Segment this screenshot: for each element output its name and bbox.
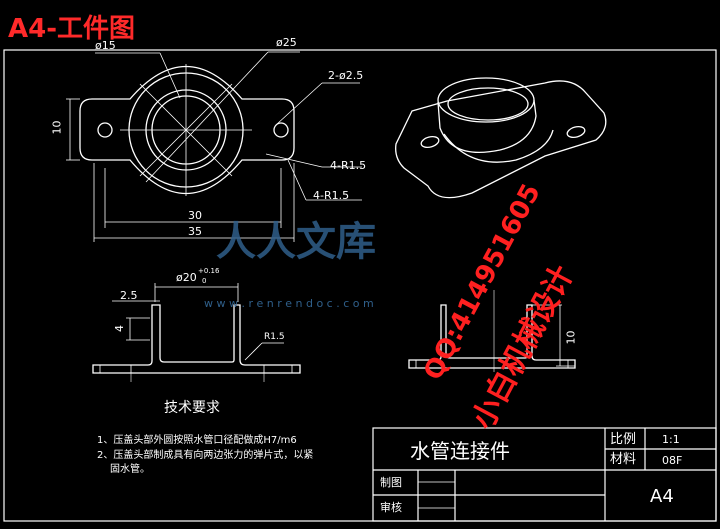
dim-d25: ø25 xyxy=(276,36,297,49)
section-outline xyxy=(92,304,301,374)
checked-label: 审核 xyxy=(380,501,402,514)
dim-r15-b: 4-R1.5 xyxy=(313,189,350,202)
iso-boss-base xyxy=(443,129,554,163)
requirements-note-1: 1、压盖头部外圆按照水管口径配做成H7/m6 xyxy=(97,435,297,446)
watermark-site-url: w w w . r e n r e n d o c . c o m xyxy=(204,297,374,310)
dim-r15: R1.5 xyxy=(264,332,285,342)
iso-flange-outline xyxy=(395,80,607,199)
isometric-view xyxy=(395,77,607,199)
right-hole xyxy=(273,122,289,138)
part-name: 水管连接件 xyxy=(410,439,510,463)
title-block xyxy=(372,427,717,522)
flange-outline xyxy=(79,66,295,194)
dim-holes: 2-ø2.5 xyxy=(328,69,364,82)
requirements-note-3: 固水管。 xyxy=(110,464,150,475)
iso-left-hole xyxy=(420,135,440,149)
dim-h10: 10 xyxy=(564,330,578,345)
dim-d20-tol-lower: 0 xyxy=(202,277,207,285)
dim-width-35: 35 xyxy=(188,225,202,238)
dim-r15-a: 4-R1.5 xyxy=(330,159,367,172)
scale-value: 1:1 xyxy=(662,433,680,446)
side-view xyxy=(408,290,576,372)
dim-h4: 4 xyxy=(113,325,126,332)
requirements-note-2: 2、压盖头部制成具有向两边张力的弹片式，以紧 xyxy=(97,450,314,461)
dim-d20-tol-upper: +0.16 xyxy=(198,267,220,275)
drawn-label: 制图 xyxy=(380,476,402,489)
material-value: 08F xyxy=(662,454,683,467)
sheet-border xyxy=(3,49,717,522)
dim-thickness-25: 2.5 xyxy=(120,289,138,302)
side-outline xyxy=(408,304,576,369)
iso-bore-inner xyxy=(447,87,529,121)
watermark-site-logo: 人人文库 xyxy=(216,219,376,265)
section-view xyxy=(92,283,301,382)
material-label: 材料 xyxy=(610,452,637,467)
iso-right-hole xyxy=(566,125,586,139)
scale-label: 比例 xyxy=(610,432,637,447)
dim-d15: ø15 xyxy=(95,39,116,52)
dim-width-30: 30 xyxy=(188,209,202,222)
sheet-size: A4 xyxy=(650,486,674,507)
iso-boss-side xyxy=(437,99,537,154)
requirements-title: 技术要求 xyxy=(164,400,220,416)
dim-height-10: 10 xyxy=(50,120,64,135)
dim-d20: ø20 xyxy=(176,271,197,284)
left-hole xyxy=(97,122,113,138)
page-title: A4-工件图 xyxy=(8,14,136,44)
title-block-frame xyxy=(372,427,717,522)
top-view xyxy=(66,51,362,242)
